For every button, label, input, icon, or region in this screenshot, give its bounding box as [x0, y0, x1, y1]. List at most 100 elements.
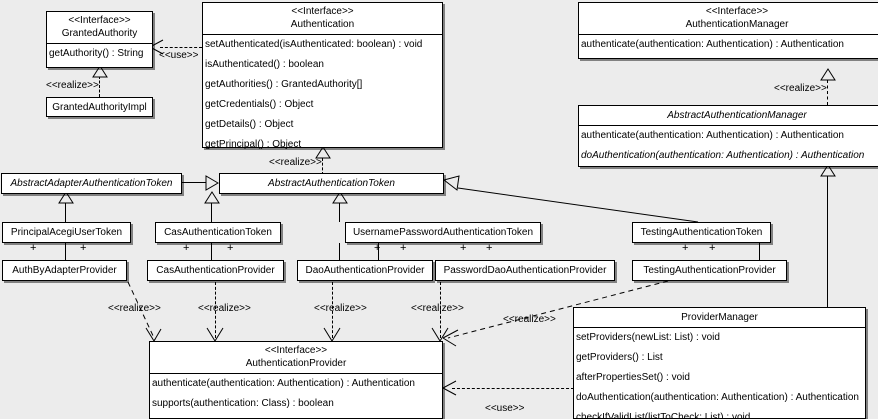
dependency-arrowhead-authenticationprovider [441, 379, 457, 397]
class-abstract-adapter-authentication-token[interactable]: AbstractAdapterAuthenticationToken [1, 173, 182, 194]
label-realize-dao: <<realize>> [314, 303, 367, 314]
generalization-triangle-abstractauthenticationtoken-left [205, 175, 219, 191]
class-header-abstract-authentication-manager: AbstractAuthenticationManager [579, 106, 878, 125]
dependency-line-authentication-grantedauthority [160, 47, 202, 48]
class-name-authentication-manager: AuthenticationManager [685, 19, 789, 30]
association-line-upat-dao [378, 243, 379, 260]
class-separator-granted-authority [47, 43, 152, 44]
realization-arrowhead-authenticationprovider-3 [323, 326, 341, 344]
realization-line-grantedauthorityimpl [99, 76, 100, 97]
operation-afterpropertiesset: afterPropertiesSet() : void [576, 372, 690, 383]
class-provider-manager[interactable]: ProviderManager setProviders(newList: Li… [573, 307, 866, 419]
class-authentication-provider[interactable]: <<Interface>> AuthenticationProvider aut… [149, 341, 443, 419]
class-name-principal-acegi-user-token: PrincipalAcegiUserToken [10, 227, 123, 238]
association-line-cas-casprovider [211, 243, 212, 260]
generalization-triangle-abstractauthenticationtoken-testing [442, 175, 461, 193]
realization-arrowhead-authenticationprovider-1 [145, 326, 163, 344]
generalization-line-principalacegiusertoken [65, 203, 66, 222]
association-multiplicity-right-5: + [709, 242, 716, 254]
class-name-cas-authentication-token: CasAuthenticationToken [164, 227, 272, 238]
operation-getcredentials: getCredentials() : Object [205, 99, 314, 110]
operation-getdetails: getDetails() : Object [205, 119, 294, 130]
class-name-abstract-authentication-token: AbstractAuthenticationToken [268, 178, 395, 189]
class-password-dao-authentication-provider[interactable]: PasswordDaoAuthenticationProvider [435, 260, 615, 281]
generalization-line-abstractadapter [182, 182, 214, 183]
class-operations-authentication-provider: authenticate(authentication: Authenticat… [150, 374, 442, 414]
label-realize-authbyadapter: <<realize>> [108, 303, 161, 314]
stereotype-interface-authentication: <<Interface>> [291, 6, 354, 17]
class-authentication-manager[interactable]: <<Interface>> AuthenticationManager auth… [578, 2, 878, 59]
class-separator-authentication-manager [579, 34, 878, 35]
association-multiplicity-right-4: + [486, 242, 493, 254]
class-name-testing-authentication-token: TestingAuthenticationToken [640, 227, 763, 238]
class-principal-acegi-user-token[interactable]: PrincipalAcegiUserToken [2, 222, 131, 243]
generalization-line-usernamepasswordtoken [339, 203, 340, 222]
class-name-provider-manager: ProviderManager [681, 312, 758, 323]
class-name-password-dao-authentication-provider: PasswordDaoAuthenticationProvider [443, 265, 607, 276]
stereotype-interface-granted-authority: <<Interface>> [68, 15, 131, 26]
class-operations-granted-authority: getAuthority() : String [47, 44, 152, 64]
association-multiplicity-left-3: + [374, 242, 381, 254]
class-authentication[interactable]: <<Interface>> Authentication setAuthenti… [202, 2, 443, 150]
stereotype-interface-authentication-manager: <<Interface>> [705, 6, 769, 17]
operation-getauthorities: getAuthorities() : GrantedAuthority[] [205, 79, 363, 90]
realization-line-passworddaoprovider [440, 282, 441, 338]
class-operations-authentication-manager: authenticate(authentication: Authenticat… [579, 35, 878, 55]
operation-supports-provider: supports(authentication: Class) : boolea… [152, 398, 334, 409]
generalization-triangle-abstractauthenticationmanager [820, 164, 836, 177]
class-cas-authentication-provider[interactable]: CasAuthenticationProvider [147, 260, 284, 281]
class-name-username-password-authentication-token: UsernamePasswordAuthenticationToken [352, 227, 534, 238]
class-separator-abstract-authentication-manager [579, 125, 878, 126]
operation-doauthentication-provider-manager: doAuthentication(authentication: Authent… [576, 392, 859, 403]
operation-getproviders: getProviders() : List [576, 352, 663, 363]
class-name-granted-authority: GrantedAuthority [61, 28, 138, 39]
class-dao-authentication-provider[interactable]: DaoAuthenticationProvider [297, 260, 433, 281]
generalization-line-testingauthenticationtoken [440, 180, 700, 225]
stereotype-interface-authentication-provider: <<Interface>> [264, 345, 328, 356]
operation-checkifvalidlist: checkIfValidList(listToCheck: List) : vo… [576, 412, 751, 419]
realization-line-testingauthenticationprovider [440, 280, 670, 342]
class-name-granted-authority-impl: GrantedAuthorityImpl [52, 101, 147, 113]
class-abstract-authentication-token[interactable]: AbstractAuthenticationToken [219, 173, 444, 194]
class-header-authentication-provider: <<Interface>> AuthenticationProvider [150, 342, 442, 373]
label-realize-cas: <<realize>> [198, 303, 251, 314]
class-testing-authentication-token[interactable]: TestingAuthenticationToken [632, 222, 771, 243]
class-name-dao-authentication-provider: DaoAuthenticationProvider [305, 265, 425, 276]
label-realize-abstractauthenticationmanager: <<realize>> [774, 83, 827, 94]
class-abstract-authentication-manager[interactable]: AbstractAuthenticationManager authentica… [578, 105, 878, 167]
class-name-cas-authentication-provider: CasAuthenticationProvider [156, 265, 275, 276]
generalization-triangle-abstractauthenticationtoken-upat [332, 191, 348, 204]
association-multiplicity-right-1: + [80, 242, 87, 254]
realization-triangle-grantedauthority [92, 65, 108, 78]
class-auth-by-adapter-provider[interactable]: AuthByAdapterProvider [2, 260, 127, 281]
operation-isauthenticated: isAuthenticated() : boolean [205, 59, 324, 70]
class-separator-provider-manager [574, 327, 865, 328]
class-cas-authentication-token[interactable]: CasAuthenticationToken [155, 222, 281, 243]
class-granted-authority-impl[interactable]: GrantedAuthorityImpl [46, 97, 153, 117]
class-granted-authority[interactable]: <<Interface>> GrantedAuthority getAuthor… [46, 11, 153, 68]
class-name-authentication: Authentication [290, 19, 355, 30]
association-line-testing-testingprovider [759, 243, 760, 260]
association-line-upat-passworddao [339, 243, 340, 260]
realization-arrowhead-authenticationprovider-2 [206, 326, 224, 344]
generalization-line-casauthenticationtoken [211, 203, 212, 222]
class-name-authentication-provider: AuthenticationProvider [245, 358, 347, 369]
operation-doauthentication-abstract-manager: doAuthentication(authentication: Authent… [581, 150, 865, 161]
class-username-password-authentication-token[interactable]: UsernamePasswordAuthenticationToken [345, 222, 541, 243]
realization-line-casauthenticationprovider [215, 282, 216, 338]
operation-authenticate-abstract-manager: authenticate(authentication: Authenticat… [581, 130, 844, 141]
class-header-granted-authority: <<Interface>> GrantedAuthority [47, 12, 152, 43]
label-use-authentication-grantedauthority: <<use>> [159, 50, 199, 61]
class-testing-authentication-provider[interactable]: TestingAuthenticationProvider [632, 260, 787, 281]
label-use-providermanager: <<use>> [485, 403, 525, 414]
association-line-principalacegi-authbyadapter [65, 243, 66, 260]
realization-triangle-authenticationmanager [820, 68, 836, 81]
label-realize-grantedauthorityimpl: <<realize>> [46, 80, 99, 91]
realization-triangle-authentication [315, 146, 331, 159]
association-multiplicity-left-5: + [682, 242, 689, 254]
operation-authenticate-provider: authenticate(authentication: Authenticat… [152, 378, 415, 389]
generalization-line-providermanager [827, 176, 828, 307]
label-realize-testing: <<realize>> [503, 314, 556, 325]
label-realize-passworddao: <<realize>> [411, 303, 464, 314]
